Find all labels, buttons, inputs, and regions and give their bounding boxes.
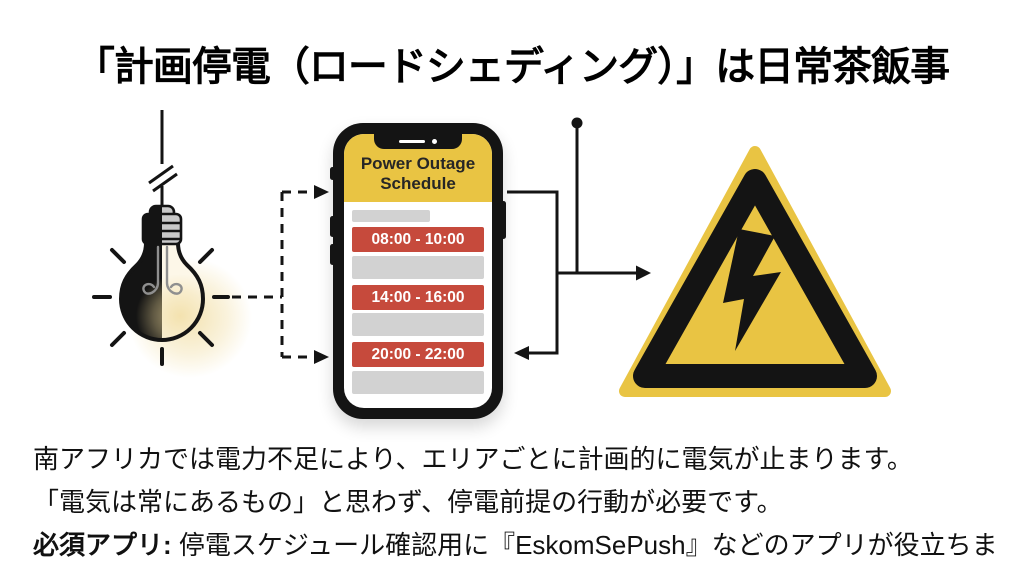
caption-line-3-text: 停電スケジュール確認用に『EskomSePush』などのアプリが役立ちます。 [33,530,998,576]
speaker-icon [399,140,425,143]
outage-slot: 20:00 - 22:00 [352,342,484,367]
dashed-arrows [232,185,329,364]
schedule-placeholder-row [352,210,430,222]
phone-app-title: Power Outage Schedule [360,153,476,193]
node-dot [571,117,583,129]
phone-mockup: Power Outage Schedule 08:00 - 10:00 14:0… [330,123,506,419]
schedule-placeholder-row [352,313,484,336]
light-bulb-icon [92,110,252,378]
phone-volume-button [330,244,335,265]
caption-line-2: 「電気は常にあるもの」と思わず、停電前提の行動が必要です。 [33,487,783,517]
schedule-placeholder-row [352,371,484,394]
phone-notch [374,134,462,149]
outage-slot: 08:00 - 10:00 [352,227,484,252]
camera-icon [432,139,437,144]
light-rays [92,248,230,366]
high-voltage-warning-icon [619,146,891,397]
caption-line-3: 必須アプリ: 停電スケジュール確認用に『EskomSePush』などのアプリが役… [33,524,1008,576]
lightning-bolt-icon [723,229,781,351]
page-title: 「計画停電（ロードシェディング）」は日常茶飯事 [74,45,950,89]
phone-side-button [330,167,335,180]
phone-screen: Power Outage Schedule 08:00 - 10:00 14:0… [344,134,492,408]
phone-volume-button [330,216,335,237]
cord-break-icon [148,164,178,193]
caption-block: 南アフリカでは電力不足により、エリアごとに計画的に電気が止まります。 「電気は常… [33,438,1008,576]
phone-power-button [501,201,506,239]
caption-line-3-label: 必須アプリ: [33,530,172,560]
solid-arrows [507,117,651,360]
schedule-placeholder-row [352,256,484,279]
outage-slot: 14:00 - 16:00 [352,285,484,310]
caption-line-1: 南アフリカでは電力不足により、エリアごとに計画的に電気が止まります。 [33,444,913,474]
